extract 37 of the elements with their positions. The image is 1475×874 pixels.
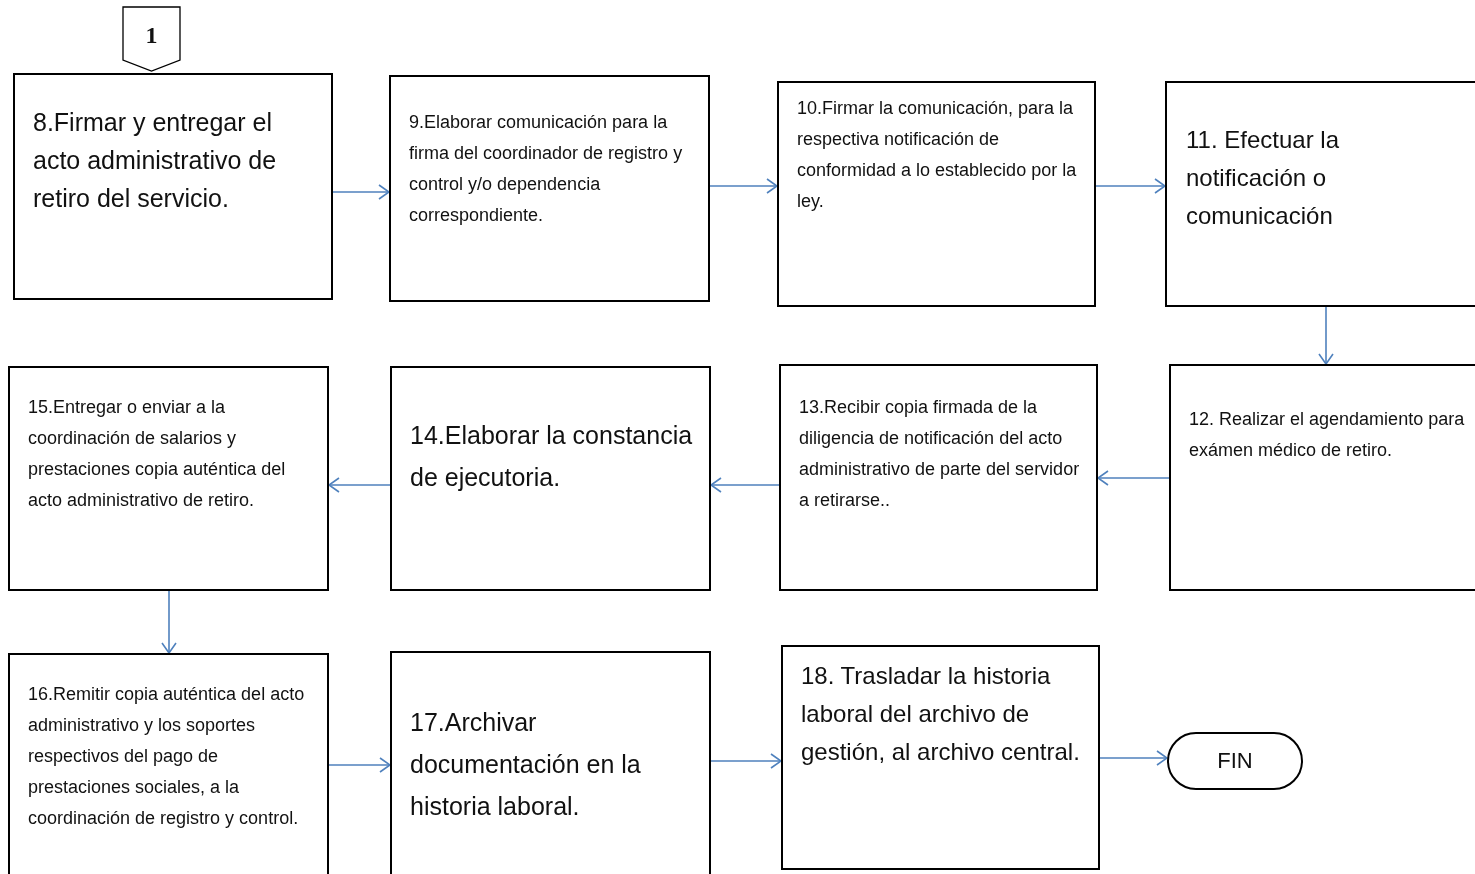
process-box: [8, 653, 329, 874]
terminal-node: [1167, 732, 1303, 790]
step-text: 14.Elaborar la constancia de ejecutoria.: [410, 420, 694, 493]
process-box: [390, 651, 711, 874]
process-box: [8, 366, 329, 591]
step-text: 12. Realizar el agendamiento para exámen médico de retiro.: [1189, 408, 1465, 462]
step-text: 10.Firmar la comunicación, para la respectiva notificación de conformidad a lo establecido por la ley.: [797, 97, 1078, 213]
arrow: [1318, 306, 1334, 365]
arrow: [710, 753, 782, 769]
process-box: [777, 81, 1096, 307]
step-text: FIN: [1216, 747, 1254, 775]
off-page-connector: [122, 6, 181, 72]
process-box: [1169, 364, 1475, 591]
step-text: 13.Recibir copia firmada de la diligencia de notificación del acto administrativo de parte del servidor a retirarse..: [799, 396, 1081, 512]
arrow: [709, 178, 778, 194]
arrow: [328, 757, 391, 773]
step-text: 8.Firmar y entregar el acto administrativo de retiro del servicio.: [33, 107, 278, 214]
step-text: 17.Archivar documentación en la historia laboral.: [410, 707, 642, 822]
step-text: 18. Trasladar la historia laboral del archivo de gestión, al archivo central.: [801, 661, 1081, 767]
step-text: 1: [144, 21, 159, 50]
step-text: 11. Efectuar la notificación o comunicación: [1186, 125, 1340, 231]
arrow: [1099, 750, 1168, 766]
step-text: 15.Entregar o enviar a la coordinación de salarios y prestaciones copia auténtica del acto administrativo de retiro.: [28, 396, 287, 512]
arrow: [710, 477, 780, 493]
step-text: 16.Remitir copia auténtica del acto administrativo y los soportes respectivos del pago de prestaciones sociales, a la coordinación de registro y control.: [28, 683, 306, 830]
process-box: [389, 75, 710, 302]
process-box: [13, 73, 333, 300]
arrow: [1097, 470, 1170, 486]
process-box: [1165, 81, 1475, 307]
process-box: [779, 364, 1098, 591]
arrow: [328, 477, 391, 493]
arrow: [161, 590, 177, 654]
arrow: [332, 184, 390, 200]
process-box: [781, 645, 1100, 870]
step-text: 9.Elaborar comunicación para la firma del coordinador de registro y control y/o dependencia correspondiente.: [409, 111, 684, 227]
arrow: [1095, 178, 1166, 194]
process-box: [390, 366, 711, 591]
